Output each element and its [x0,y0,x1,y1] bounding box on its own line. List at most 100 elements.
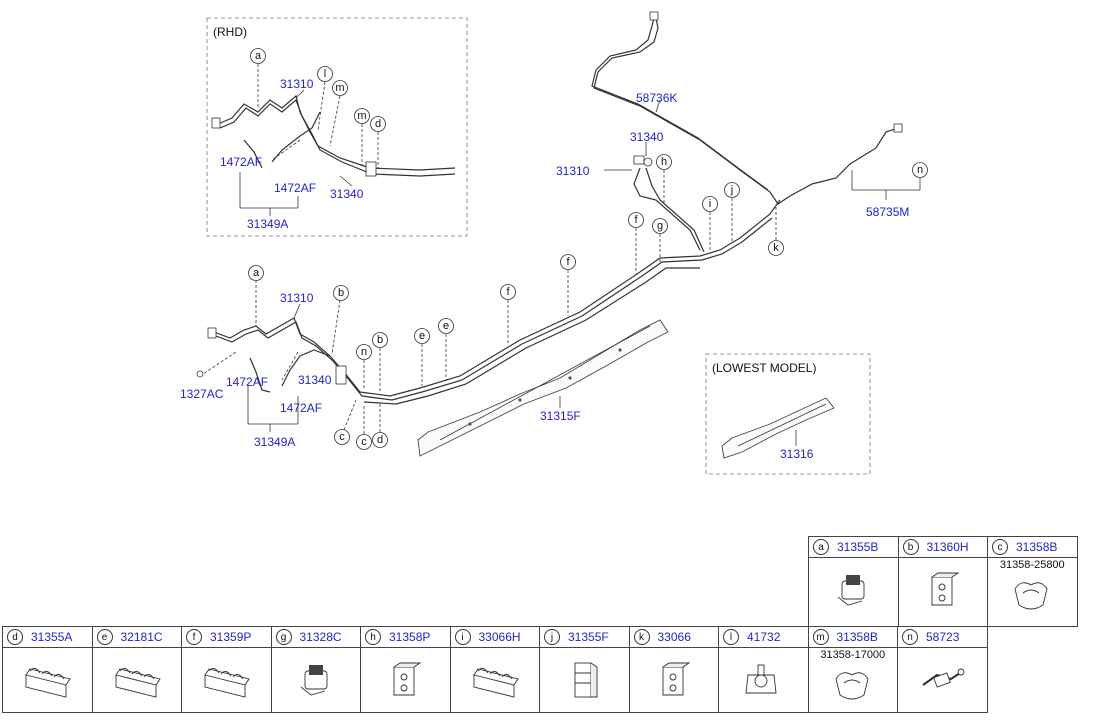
callout-b: b [333,285,349,301]
pn-58735M[interactable]: 58735M [866,205,909,219]
callout-i: i [702,196,718,212]
svg-text:c: c [361,436,367,448]
legend-cell-i: i 33066H [449,626,540,713]
legend-part-number[interactable]: 31358B [836,630,878,644]
svg-text:a: a [253,267,260,279]
callout-b-lower: b [372,332,388,348]
legend-key: i [454,629,471,645]
legend-key: e [96,629,113,645]
connector-icon [917,661,967,706]
pn-58736K[interactable]: 58736K [636,91,677,105]
legend-cell-l: l 41732 [718,626,809,713]
svg-text:f: f [634,214,638,226]
legend-part-number[interactable]: 31355B [837,540,879,554]
svg-text:c: c [339,431,345,443]
legend-key: n [902,629,918,645]
triple-clip-icon [201,661,251,706]
triple-clip-icon [112,661,162,706]
clamp-icon [1007,575,1057,620]
legend-part-number[interactable]: 31355F [568,630,609,644]
svg-text:n: n [917,164,923,176]
pn-1327AC[interactable]: 1327AC [180,387,224,401]
lowest-model-box [705,353,871,475]
legend-key: c [992,539,1008,555]
stack-clip-icon [559,661,609,706]
svg-text:g: g [657,220,663,232]
legend-note: 31358-25800 [999,559,1065,571]
legend-part-number[interactable]: 41732 [747,630,781,644]
legend-part-number[interactable]: 33066H [478,630,521,644]
legend-part-number[interactable]: 32181C [120,630,163,644]
pn-31340[interactable]: 31340 [298,373,332,387]
rhd-callout-m: m [354,108,370,124]
legend-part-number[interactable]: 33066 [657,630,691,644]
legend-key: b [902,539,919,555]
callout-c-2: c [356,434,372,450]
rhd-callout-m-top: m [332,80,348,96]
callout-n: n [356,344,372,360]
main-pipe-assembly [207,155,781,405]
triple-clip-icon [470,661,520,706]
legend-header: l 41732 [719,627,808,648]
svg-text:f: f [566,256,570,268]
legend-cell-e: e 32181C [91,626,182,713]
rhd-pn-1472AF-right[interactable]: 1472AF [274,181,316,195]
callout-e-left: e [414,328,430,344]
pn-31310[interactable]: 31310 [280,291,314,305]
svg-text:i: i [709,198,711,210]
svg-text:d: d [377,434,383,446]
vapor-line-assembly [591,11,903,205]
legend-cell-j: j 31355F [539,626,630,713]
legend-header: c 31358B [988,537,1077,558]
legend-key: j [544,629,560,645]
legend-header: b 31360H [898,537,987,558]
legend-key: d [7,629,23,645]
triple-clip-icon [22,661,72,706]
legend-part-number[interactable]: 58723 [926,630,960,644]
legend-part-number[interactable]: 31360H [926,540,969,554]
legend-header: i 33066H [450,627,539,648]
legend-part-number[interactable]: 31355A [31,630,73,644]
grommet-icon [738,661,788,706]
legend-part-number[interactable]: 31358B [1016,540,1058,554]
legend-header: m 31358B [808,627,897,648]
pn-1472AF-left[interactable]: 1472AF [226,375,268,389]
svg-text:n: n [361,346,367,358]
legend-part-number[interactable]: 31328C [299,630,342,644]
svg-text:m: m [357,110,366,122]
pn-31310-upper[interactable]: 31310 [556,164,590,178]
pn-31340-upper[interactable]: 31340 [630,130,664,144]
svg-text:e: e [443,320,449,332]
pn-31316[interactable]: 31316 [780,447,814,461]
bracket-icon [649,661,699,706]
callout-n-upper: n [912,162,928,178]
callout-a: a [248,265,264,281]
legend-key: l [723,629,739,645]
rhd-pn-31310[interactable]: 31310 [280,77,314,91]
legend-key: m [812,629,829,645]
rhd-callout-l: l [317,66,333,82]
callout-f-2: f [560,254,576,270]
legend-header: j 31355F [540,627,629,648]
legend-part-number[interactable]: 31358P [389,630,431,644]
callout-j: j [724,182,740,198]
rhd-pn-31340[interactable]: 31340 [330,187,364,201]
pn-1472AF-right[interactable]: 1472AF [280,401,322,415]
pn-31315F[interactable]: 31315F [540,409,581,423]
legend-header: n 58723 [898,627,987,648]
rhd-pn-31349A[interactable]: 31349A [247,217,288,231]
bracket-icon [918,571,968,616]
legend-part-number[interactable]: 31359P [210,630,252,644]
callout-e-right: e [438,318,454,334]
pn-31349A[interactable]: 31349A [254,435,295,449]
legend-cell-b: b 31360H [897,536,988,627]
rhd-pn-1472AF-left[interactable]: 1472AF [220,155,262,169]
legend-cell-n: n 58723 [897,626,988,713]
